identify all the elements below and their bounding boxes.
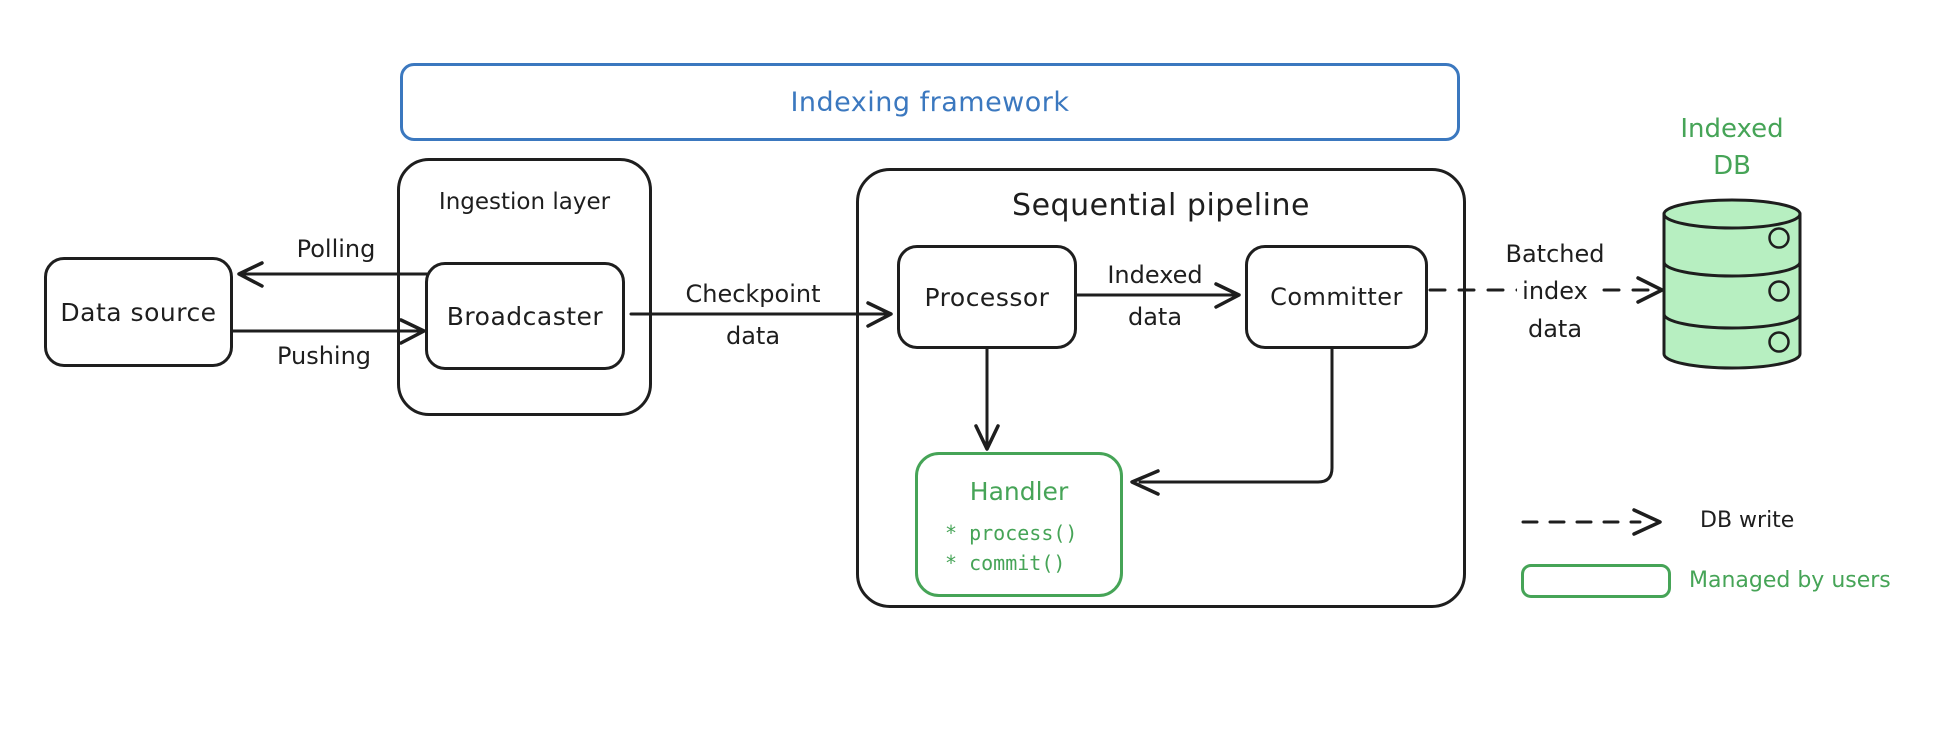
handler-method-process: * process()	[945, 521, 1078, 545]
pushing-label: Pushing	[276, 342, 372, 370]
ingestion-layer-box	[397, 158, 652, 416]
db-write-arrow-icon	[1428, 276, 1664, 304]
committer-label: Committer	[1270, 283, 1403, 311]
committer-node	[1245, 245, 1428, 349]
indexing-framework-title: Indexing framework	[790, 86, 1070, 118]
data-source-label: Data source	[60, 297, 217, 327]
batched-index-data-label-line3: data	[1527, 315, 1583, 343]
checkpoint-arrow-icon	[629, 301, 893, 328]
data-source-node	[44, 257, 233, 367]
handler-node	[915, 452, 1123, 597]
polling-label: Polling	[296, 235, 376, 263]
indexed-data-arrow-icon	[1075, 282, 1241, 309]
batched-index-data-word: index	[1517, 277, 1593, 305]
pushing-arrow-icon	[231, 318, 426, 345]
broadcaster-label: Broadcaster	[446, 301, 604, 331]
legend-managed-box	[1521, 564, 1671, 598]
ingestion-layer-label: Ingestion layer	[438, 189, 611, 215]
legend-db-write-label: DB write	[1700, 508, 1795, 533]
legend-managed-label: Managed by users	[1689, 568, 1891, 593]
processor-node	[897, 245, 1077, 349]
handler-label: Handler	[969, 477, 1069, 506]
checkpoint-data-label-line2: data	[725, 322, 781, 350]
batched-index-data-label-line1: Batched	[1505, 240, 1605, 268]
sequential-pipeline-box	[856, 168, 1466, 608]
committer-to-handler-arrow-icon	[1130, 347, 1334, 496]
indexing-framework-frame	[400, 63, 1460, 141]
indexed-db-label-line2: DB	[1713, 151, 1751, 181]
indexed-db-label-line1: Indexed	[1680, 114, 1784, 144]
indexed-data-label-line1: Indexed	[1107, 261, 1203, 289]
checkpoint-data-label-line1: Checkpoint	[685, 280, 821, 308]
polling-arrow-icon	[237, 261, 429, 288]
batched-index-data-label-line2: index	[1490, 277, 1620, 305]
sequential-pipeline-label: Sequential pipeline	[1012, 188, 1310, 223]
broadcaster-node	[425, 262, 625, 370]
legend-db-write-arrow-icon	[1521, 508, 1662, 536]
processor-label: Processor	[924, 282, 1050, 312]
handler-method-commit: * commit()	[945, 551, 1066, 575]
processor-to-handler-arrow-icon	[974, 347, 1000, 451]
database-cylinder-icon	[1662, 198, 1802, 370]
indexed-data-label-line2: data	[1127, 303, 1183, 331]
